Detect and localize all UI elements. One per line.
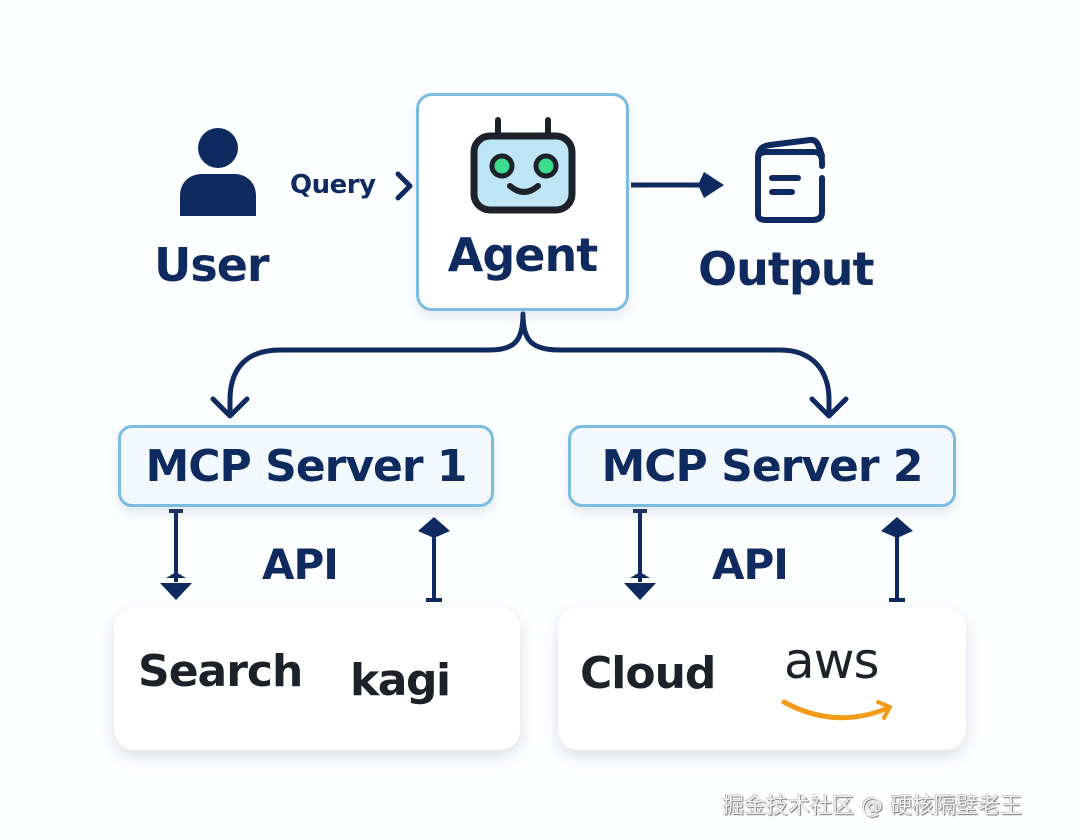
robot-icon [470, 117, 576, 214]
agent-node [416, 93, 629, 311]
document-icon [755, 136, 825, 223]
mcp-server-1-node: MCP Server 1 [118, 425, 494, 507]
agent-label: Agent [447, 228, 598, 282]
mcp-server-2-node: MCP Server 2 [568, 425, 956, 507]
mcp1-response-arrow [418, 517, 450, 602]
query-arrow [395, 171, 413, 201]
agent-to-output-arrow [631, 172, 724, 198]
aws-logo: aws [784, 632, 880, 690]
mcp1-request-arrow [160, 509, 192, 600]
aws-smile-icon [781, 699, 892, 721]
cloud-label: Cloud [580, 648, 716, 699]
person-icon [180, 128, 256, 216]
user-label: User [154, 238, 270, 292]
agent-to-mcp1-arrow [210, 311, 526, 419]
watermark: 掘金技术社区 @ 硬核隔壁老王 [722, 794, 1022, 819]
kagi-logo: kagi [350, 655, 451, 706]
mcp2-response-arrow [881, 517, 913, 602]
output-label: Output [698, 242, 875, 296]
search-label: Search [138, 646, 303, 697]
search-service-card [114, 608, 520, 750]
query-label: Query [290, 170, 376, 200]
api-label-2: API [712, 540, 789, 589]
mcp2-request-arrow [624, 509, 656, 600]
cloud-service-card [558, 608, 966, 750]
api-label-1: API [262, 540, 339, 589]
agent-to-mcp2-arrow [520, 311, 849, 419]
